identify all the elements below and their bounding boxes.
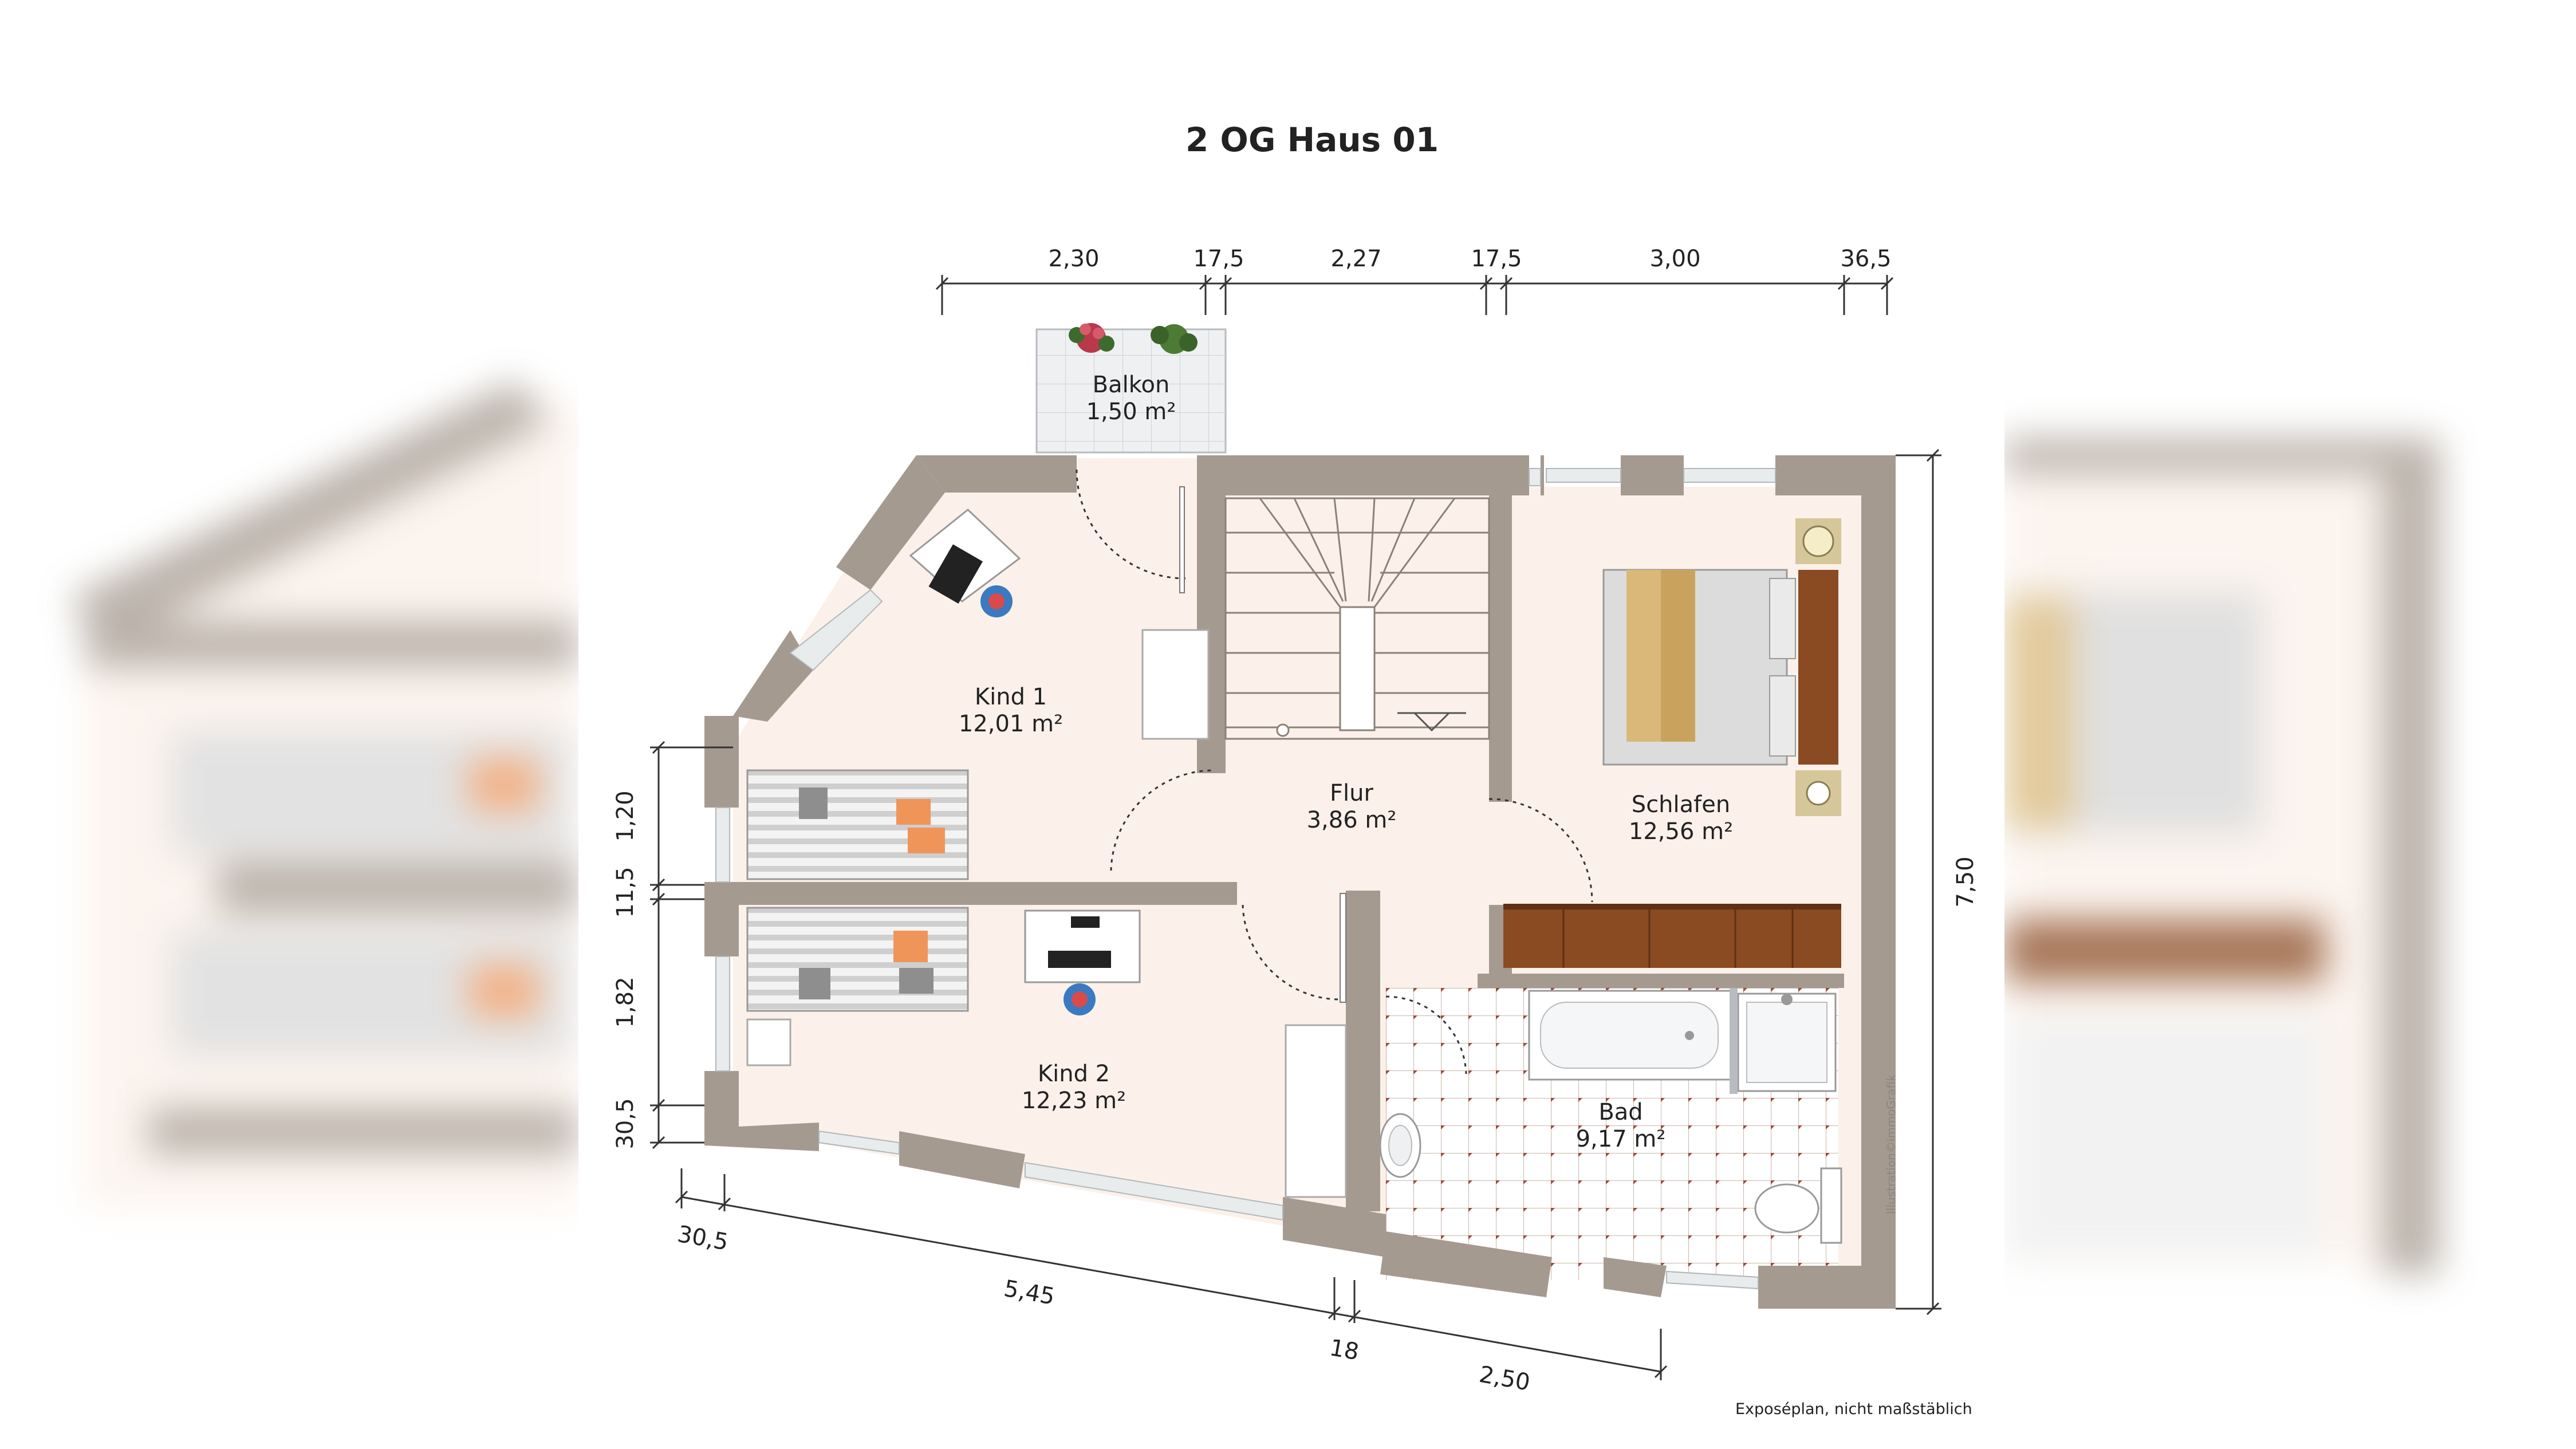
wardrobe-kind2 (1285, 1024, 1347, 1198)
shower-icon (1737, 993, 1837, 1092)
dim-right: 7,50 (1952, 856, 1979, 907)
room-name-kind1: Kind 1 (975, 684, 1047, 710)
windows (715, 468, 1776, 1290)
plant-icon (1069, 323, 1114, 353)
illustration-credit: Illustration©immoGrafik (1884, 1074, 1898, 1214)
dim-top-4: 17,5 (1471, 246, 1522, 272)
room-name-bad: Bad (1598, 1099, 1643, 1125)
bed-icon (746, 907, 969, 1012)
room-name-kind2: Kind 2 (1038, 1061, 1110, 1087)
wardrobe (1503, 904, 1841, 968)
bed-icon (1602, 569, 1838, 766)
blurred-background-right (2004, 232, 2576, 1332)
sink-icon (1379, 1113, 1421, 1178)
doors (1110, 769, 1593, 1074)
bathtub-icon (1528, 990, 1736, 1081)
footnote: Exposéplan, nicht maßstäblich (1735, 1400, 1972, 1418)
desk-icon (1024, 909, 1141, 1015)
dim-left-3: 1,82 (612, 976, 639, 1027)
blurred-background-left (0, 232, 578, 1332)
balcony-area (1035, 328, 1227, 454)
dim-left-1: 1,20 (612, 790, 639, 841)
dim-top-6: 36,5 (1840, 246, 1891, 272)
stair-icon (1224, 497, 1490, 740)
room-name-flur: Flur (1330, 780, 1373, 806)
dim-top-2: 17,5 (1193, 246, 1244, 272)
toilet-icon (1754, 1167, 1842, 1244)
room-area-flur: 3,86 m² (1307, 807, 1397, 833)
room-name-balkon: Balkon (1093, 372, 1170, 398)
room-area-kind2: 12,23 m² (1022, 1088, 1126, 1114)
plan-title: 2 OG Haus 01 (1185, 120, 1439, 159)
desk-icon (909, 509, 1021, 617)
dim-top-5: 3,00 (1649, 246, 1700, 272)
laundry-basket (746, 1018, 791, 1066)
room-area-kind1: 12,01 m² (959, 711, 1063, 737)
walls (704, 455, 1896, 1309)
dim-top-3: 2,27 (1330, 246, 1381, 272)
room-area-balkon: 1,50 m² (1086, 399, 1176, 425)
room-name-schlafen: Schlafen (1632, 792, 1730, 818)
room-area-schlafen: 12,56 m² (1629, 818, 1733, 845)
dimension-lines (650, 275, 1941, 1380)
room-area-bad: 9,17 m² (1576, 1126, 1666, 1152)
bed-icon (746, 769, 969, 880)
balcony-door (1076, 469, 1186, 580)
dim-bottom-3: 18 (1328, 1334, 1361, 1365)
dim-left-2: 11,5 (612, 867, 639, 918)
dim-top-1: 2,30 (1048, 246, 1099, 272)
wardrobe-kind1 (1141, 629, 1210, 740)
dim-bottom-4: 2,50 (1477, 1361, 1532, 1396)
plant-icon (1151, 324, 1198, 354)
dim-left-4: 30,5 (612, 1098, 639, 1149)
lamp-icon (1795, 518, 1841, 816)
